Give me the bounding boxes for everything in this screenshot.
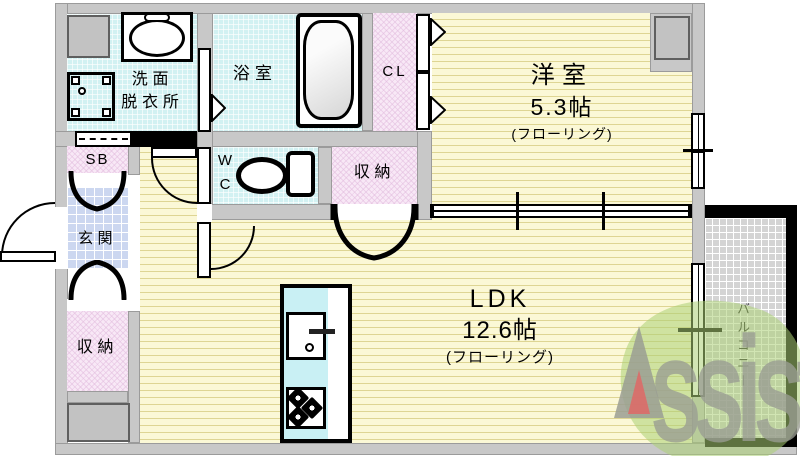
logo-text-ssist: ssist [650,305,800,456]
sliding-door-cap-right [688,204,692,218]
kitchen-drain [305,343,314,352]
window-western-tick [683,149,713,152]
storage-center-label: 収納 [353,164,396,181]
pan-corner [71,108,80,117]
ldk-flooring: (フローリング) [446,349,554,367]
closet-floor [373,13,417,131]
storage-center-doors [330,204,419,261]
ldk-size: 12.6帖 [462,316,538,344]
window-western-lower [691,151,705,189]
entry-door-leaf [0,251,56,262]
wall-storage-western [417,131,432,220]
closet-door-triangle-2 [430,96,446,124]
wall-storage-ldk [128,311,140,443]
logo-letter-a-counter [628,370,650,414]
entry-door-swing-arc [1,202,55,256]
washroom-label-line1: 洗面 [131,71,174,88]
wc-label-c: C [219,176,231,193]
closet-door-panel-1 [416,14,430,72]
wc-door-panel [197,147,211,204]
shoebox-label: SB [85,151,110,168]
closet-door-panel-2 [416,72,430,130]
wc-label: W C [214,149,236,197]
storage-center-opening [336,204,412,220]
wall-top [55,3,705,14]
storage-center-floor [332,147,417,204]
window-western-upper [691,113,705,152]
washroom-label: 洗面 脱衣所 [105,68,200,114]
western-room-size: 5.3帖 [530,93,594,120]
wc-label-w: W [217,152,233,169]
ldk-name: LDK [469,285,531,313]
western-room-name: 洋室 [530,62,594,89]
washroom-label-line2: 脱衣所 [121,94,184,111]
bathtub-icon [296,13,362,128]
pan-corner [71,76,80,85]
kitchen-counter [328,288,348,439]
entry-opening [55,207,68,269]
column-top-left [67,15,110,58]
pan-drain [78,87,86,95]
storage-left-gap [67,299,140,311]
ldk-door-opening [197,204,212,222]
wall-under-storage-left [67,391,128,403]
western-room-flooring: (フローリング) [511,126,613,143]
balcony-rail-top [705,205,797,218]
bathroom-door-panel [198,48,211,132]
toilet-tank [286,151,315,197]
stove-icon [286,386,326,429]
column-top-right [654,16,690,60]
sliding-door-cap-left [430,204,434,218]
entrance-floor [67,187,128,268]
bathroom-door-swing-triangle [211,94,226,122]
pan-corner [102,108,111,117]
shoebox-counter-dashed-line [79,138,128,141]
storage-left-label: 収納 [76,339,119,356]
sliding-door-tick-1 [516,192,519,230]
entrance-closet-doors-top [68,171,127,212]
kitchen-unit [280,284,352,443]
shoebox-counter [75,131,132,147]
entrance-step [128,175,140,299]
wall-bottom [55,443,797,455]
shoebox-area [67,146,128,175]
shoebox-door-gap [67,173,128,189]
western-room-floor [432,13,692,204]
entrance-closet-doors-bottom [68,260,127,300]
pan-corner [102,76,111,85]
bathroom-label: 浴室 [232,64,278,83]
washroom-door-leaf [151,147,197,158]
wall-bathroom-closet [362,13,373,131]
kitchen-sink-icon [286,312,335,360]
balcony-rail-right [786,205,797,447]
ldk-label: LDK 12.6帖 (フローリング) [370,285,630,367]
sliding-door-track [430,204,692,218]
ldk-door-leaf [197,222,211,278]
bathtub-basin [303,20,354,120]
kitchen-faucet [309,329,335,334]
closet-door-triangle-1 [430,18,446,46]
toilet-icon [236,157,288,194]
sink-icon [121,12,193,62]
column-bottom-left [67,403,130,442]
partition-bar [132,131,197,147]
washing-machine-pan-icon [67,72,115,121]
western-room-label: 洋室 5.3帖 (フローリング) [432,62,692,142]
storage-left-floor [67,311,128,391]
sink-basin [129,19,185,57]
sliding-door-tick-2 [602,192,605,230]
entrance-label: 玄関 [77,230,117,247]
closet-label: CL [382,63,408,80]
sink-faucet [144,13,170,22]
wall-wc-storage [318,147,332,204]
